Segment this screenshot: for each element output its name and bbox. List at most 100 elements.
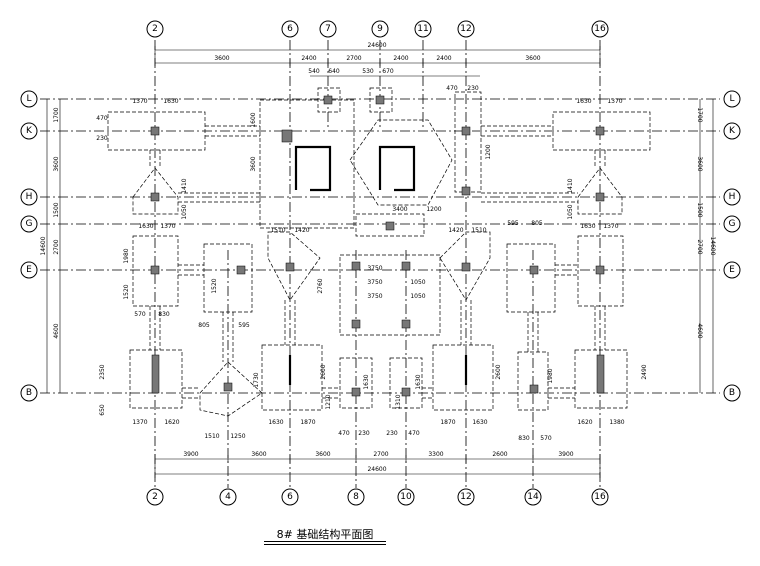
dim-top-detail: 640 bbox=[328, 68, 340, 75]
annotation: 2350 bbox=[99, 364, 106, 379]
top-axis-markers: 2 6 7 9 11 12 16 bbox=[146, 20, 609, 38]
annotation: 1630 bbox=[138, 223, 153, 230]
annotation: 1980 bbox=[547, 368, 554, 383]
axis-label-bottom: 12 bbox=[460, 492, 471, 502]
dim-top-detail: 470 bbox=[446, 85, 458, 92]
title-underline bbox=[264, 541, 386, 545]
annotation: 1730 bbox=[253, 372, 260, 387]
axis-label-top: 7 bbox=[325, 24, 331, 34]
annotation: 1420 bbox=[294, 227, 309, 234]
annotation: 1620 bbox=[577, 419, 592, 426]
annotation: 1510 bbox=[471, 227, 486, 234]
axis-label-left: H bbox=[26, 192, 33, 202]
annotation: 570 bbox=[540, 435, 552, 442]
annotation: 2600 bbox=[320, 364, 327, 379]
annotation: 1410 bbox=[567, 178, 574, 193]
annotation: 1250 bbox=[230, 433, 245, 440]
dim-bottom-seg: 3900 bbox=[183, 451, 198, 458]
annotation: 1380 bbox=[609, 419, 624, 426]
annotation: 1370 bbox=[607, 98, 622, 105]
annotation: 1370 bbox=[132, 98, 147, 105]
annotation: 1200 bbox=[426, 206, 441, 213]
annotation: 570 bbox=[134, 311, 146, 318]
annotation: 805 bbox=[531, 220, 543, 227]
annotation: 2600 bbox=[495, 364, 502, 379]
annotation: 470 bbox=[408, 430, 420, 437]
annotation: 1420 bbox=[448, 227, 463, 234]
right-dimension-lines: 14600 1700 3600 1500 2700 4600 bbox=[696, 99, 716, 393]
annotation: 230 bbox=[358, 430, 370, 437]
annotation: 1630 bbox=[472, 419, 487, 426]
annotation: 470 bbox=[338, 430, 350, 437]
dim-top-seg: 3600 bbox=[525, 55, 540, 62]
dim-top-detail: 540 bbox=[308, 68, 320, 75]
axis-label-bottom: 2 bbox=[152, 492, 158, 502]
annotation: 3750 bbox=[367, 279, 382, 286]
dim-left-seg: 4600 bbox=[53, 323, 60, 338]
dim-top-total: 24600 bbox=[367, 42, 386, 49]
annotation: 230 bbox=[386, 430, 398, 437]
left-dimension-lines: 14600 1700 3600 1500 2700 4600 bbox=[40, 99, 61, 393]
annotation: 1620 bbox=[164, 419, 179, 426]
axis-label-right: K bbox=[729, 126, 736, 136]
left-axis-markers: L K H G E B bbox=[20, 90, 38, 402]
dim-top-detail: 670 bbox=[382, 68, 394, 75]
dim-right-seg: 3600 bbox=[696, 156, 703, 171]
annotation: 230 bbox=[96, 135, 108, 142]
axis-label-bottom: 14 bbox=[527, 492, 539, 502]
dim-left-seg: 2700 bbox=[53, 239, 60, 254]
annotation: 1520 bbox=[123, 284, 130, 299]
dim-bottom-seg: 3600 bbox=[251, 451, 266, 458]
annotation: 2490 bbox=[641, 364, 648, 379]
axis-label-top: 6 bbox=[287, 24, 293, 34]
annotation: 1870 bbox=[300, 419, 315, 426]
axis-label-right: G bbox=[729, 219, 736, 229]
dim-left-seg: 3600 bbox=[53, 156, 60, 171]
dim-top-detail: 230 bbox=[467, 85, 479, 92]
axis-label-left: B bbox=[26, 388, 32, 398]
annotation: 595 bbox=[507, 220, 519, 227]
dim-left-seg: 1500 bbox=[53, 202, 60, 217]
dim-top-seg: 2700 bbox=[346, 55, 361, 62]
annotation: 1630 bbox=[576, 98, 591, 105]
axis-label-top: 2 bbox=[152, 24, 158, 34]
annotation: 1410 bbox=[181, 178, 188, 193]
bottom-dimension-lines: 3900 3600 3600 2700 3300 2600 3900 24600 bbox=[154, 451, 601, 478]
vertical-grid-lines bbox=[154, 40, 601, 488]
annotation: 1200 bbox=[485, 144, 492, 159]
annotation: 1310 bbox=[395, 394, 402, 409]
axis-label-top: 11 bbox=[417, 24, 428, 34]
axis-label-left: E bbox=[26, 265, 32, 275]
annotation: 2760 bbox=[317, 278, 324, 293]
annotation: 1600 bbox=[250, 112, 257, 127]
annotation: 1370 bbox=[160, 223, 175, 230]
annotation: 470 bbox=[96, 115, 108, 122]
dim-top-seg: 2400 bbox=[393, 55, 408, 62]
axis-label-right: L bbox=[729, 94, 734, 104]
dim-right-seg: 2700 bbox=[696, 239, 703, 254]
annotation: 3400 bbox=[392, 206, 407, 213]
horizontal-grid-lines bbox=[40, 98, 720, 394]
dim-bottom-seg: 3600 bbox=[315, 451, 330, 458]
annotation: 830 bbox=[518, 435, 530, 442]
axis-label-left: K bbox=[26, 126, 33, 136]
annotation: 1630 bbox=[163, 98, 178, 105]
annotation: 3750 bbox=[367, 265, 382, 272]
dim-bottom-seg: 3900 bbox=[558, 451, 573, 458]
axis-label-bottom: 16 bbox=[594, 492, 606, 502]
annotation: 1870 bbox=[440, 419, 455, 426]
axis-label-right: E bbox=[729, 265, 735, 275]
bottom-axis-markers: 2 4 6 8 10 12 14 16 bbox=[146, 488, 609, 506]
dim-right-total: 14600 bbox=[709, 236, 716, 255]
annotation: 1370 bbox=[603, 223, 618, 230]
annotation: 1980 bbox=[123, 248, 130, 263]
dim-left-total: 14600 bbox=[40, 236, 47, 255]
annotation: 1630 bbox=[415, 374, 422, 389]
annotation: 1210 bbox=[325, 394, 332, 409]
top-dimension-lines: 24600 3600 2400 2700 2400 2400 3600 540 … bbox=[154, 42, 601, 92]
axis-label-bottom: 8 bbox=[353, 492, 359, 502]
axis-label-top: 16 bbox=[594, 24, 606, 34]
dim-top-detail: 530 bbox=[362, 68, 374, 75]
axis-label-right: H bbox=[729, 192, 736, 202]
annotation: 1050 bbox=[181, 204, 188, 219]
